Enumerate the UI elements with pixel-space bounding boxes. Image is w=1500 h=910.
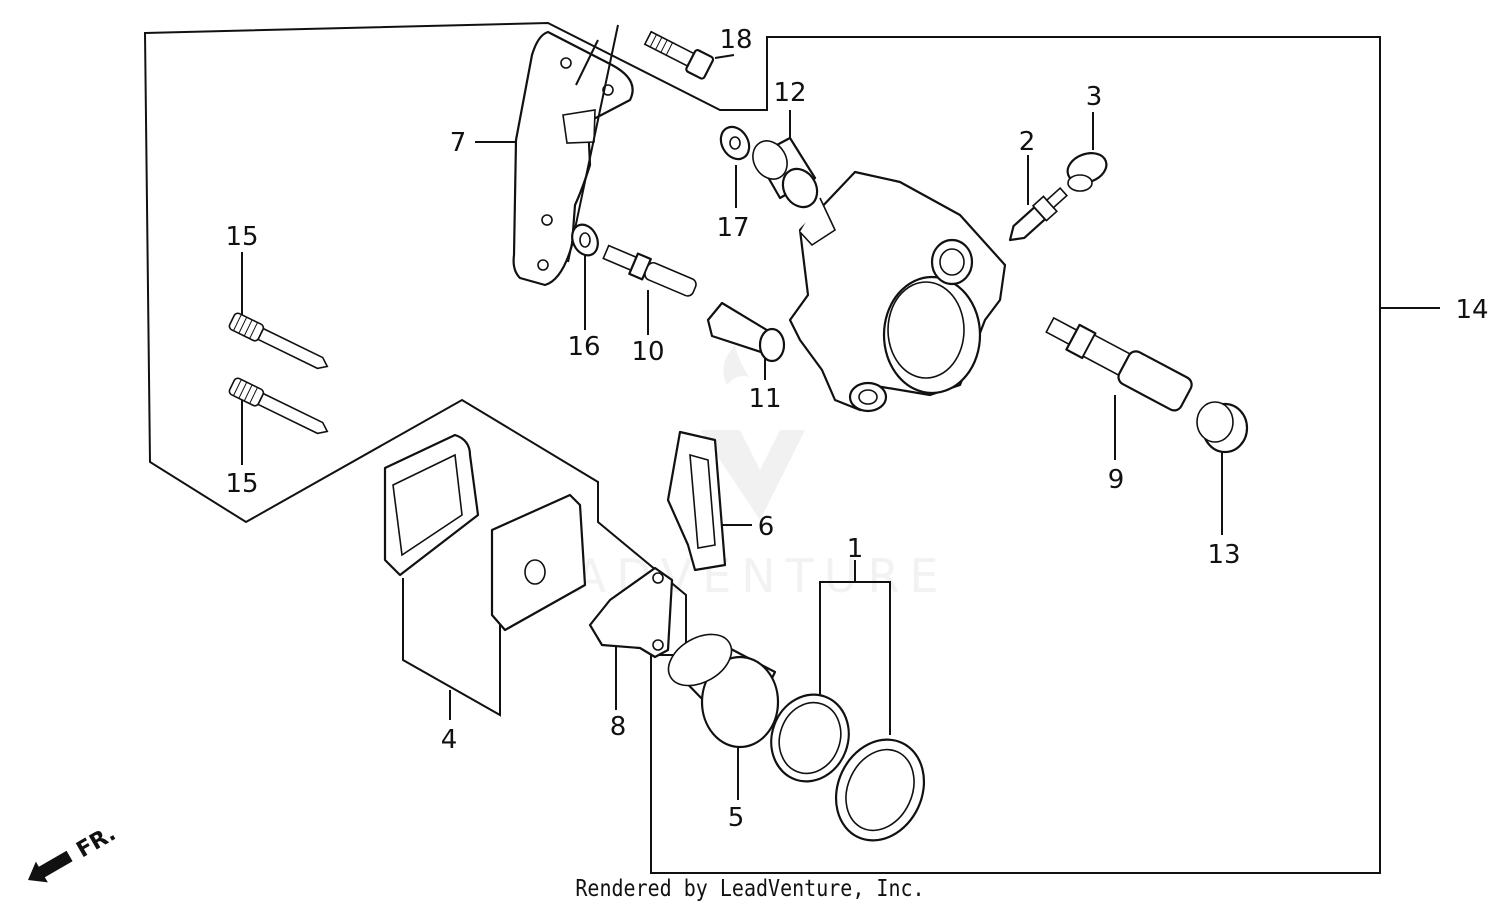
callout-6: 6 bbox=[758, 512, 775, 542]
callout-15-lower: 15 bbox=[225, 469, 258, 499]
callout-10: 10 bbox=[631, 337, 664, 367]
shim-8 bbox=[588, 566, 674, 659]
callout-16: 16 bbox=[567, 332, 600, 362]
boot-13 bbox=[1196, 401, 1249, 454]
callout-11: 11 bbox=[748, 384, 781, 414]
pad-pin-15-lower bbox=[228, 377, 329, 435]
seal-1-dust bbox=[834, 738, 926, 842]
pin-10 bbox=[602, 244, 697, 297]
bolt-18 bbox=[643, 30, 715, 80]
seal-1-piston bbox=[770, 693, 850, 783]
front-direction-label: FR. bbox=[73, 821, 121, 863]
callout-18: 18 bbox=[719, 25, 752, 55]
brake-pad-4-inner bbox=[490, 493, 587, 632]
caliper-body bbox=[788, 170, 1007, 413]
leader-lines bbox=[241, 54, 1223, 800]
pad-pin-15-upper bbox=[228, 312, 329, 370]
callout-14: 14 bbox=[1455, 295, 1488, 325]
callout-17: 17 bbox=[716, 213, 749, 243]
callout-12: 12 bbox=[773, 78, 806, 108]
washer-16 bbox=[571, 223, 599, 257]
callout-3: 3 bbox=[1086, 82, 1103, 112]
callout-8: 8 bbox=[610, 712, 627, 742]
slide-pin-9 bbox=[1045, 316, 1193, 412]
bleeder-screw-2 bbox=[1008, 186, 1068, 242]
callout-7: 7 bbox=[450, 128, 467, 158]
footer-credit: Rendered by LeadVenture, Inc. bbox=[575, 874, 925, 902]
callout-2: 2 bbox=[1019, 127, 1036, 157]
callout-15-upper: 15 bbox=[225, 222, 258, 252]
callout-4: 4 bbox=[441, 725, 458, 755]
caliper-bracket-7 bbox=[512, 24, 634, 287]
callout-5: 5 bbox=[728, 803, 745, 833]
callout-labels: 1 2 3 4 5 6 7 8 9 10 11 12 13 14 15 15 1… bbox=[225, 25, 1488, 833]
callout-1: 1 bbox=[847, 534, 864, 564]
sleeve-12 bbox=[719, 125, 819, 209]
bleeder-cap-3 bbox=[1066, 152, 1108, 192]
callout-9: 9 bbox=[1108, 465, 1125, 495]
boot-11 bbox=[706, 301, 786, 363]
piston-5 bbox=[667, 633, 780, 749]
brake-pad-4-outer bbox=[383, 433, 480, 577]
callout-13: 13 bbox=[1207, 540, 1240, 570]
pad-spring-6 bbox=[666, 430, 727, 572]
front-direction-arrow-icon bbox=[28, 850, 73, 883]
